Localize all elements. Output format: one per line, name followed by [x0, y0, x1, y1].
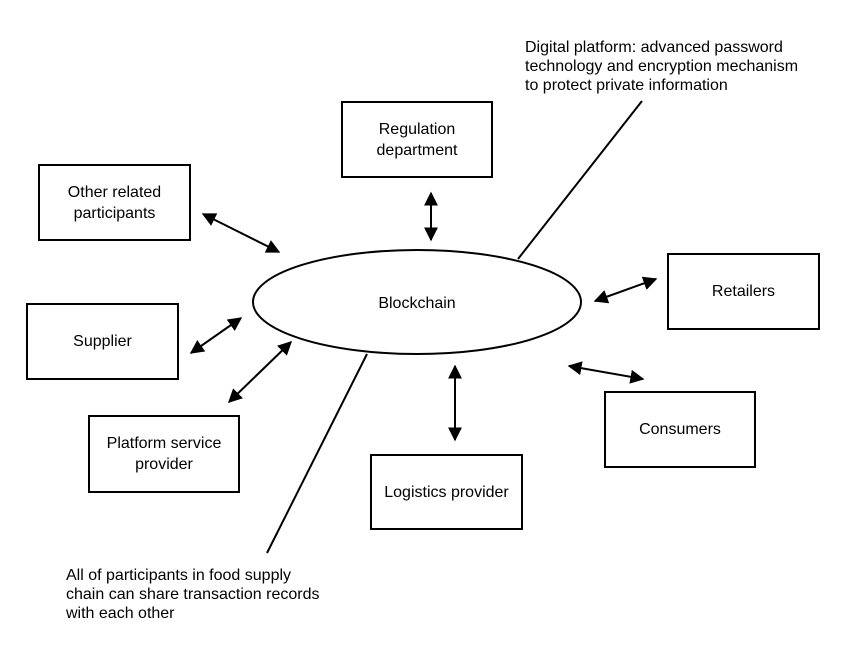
arrow-blockchain-supplier	[189, 317, 243, 354]
arrow-blockchain-consumers	[567, 361, 645, 384]
supplier-box: Supplier	[26, 303, 179, 380]
consumers-box: Consumers	[604, 391, 756, 468]
participants-note-line-2: chain can share transaction records	[66, 586, 320, 603]
other-related-participants-line-1: Other related	[67, 183, 162, 201]
other-related-participants-box: Other related participants	[38, 164, 191, 241]
regulation-department-line-1: Regulation	[378, 120, 456, 138]
arrow-blockchain-platform	[227, 341, 293, 403]
platform-service-provider-line-1: Platform service	[106, 435, 222, 452]
arrow-blockchain-retailers	[593, 276, 658, 304]
digital-platform-note-line-1: Digital platform: advanced password	[525, 39, 783, 56]
regulation-department-line-2: department	[376, 141, 458, 159]
digital-platform-note: Digital platform: advanced password tech…	[525, 38, 798, 95]
regulation-department-box: Regulation department	[341, 101, 493, 178]
retailers-label: Retailers	[711, 283, 776, 300]
participants-note: All of participants in food supply chain…	[66, 566, 319, 623]
blockchain-label: Blockchain	[378, 295, 456, 312]
retailers-box: Retailers	[667, 253, 820, 330]
blockchain-ellipse	[252, 249, 582, 355]
platform-service-provider-box: Platform service provider	[88, 415, 240, 493]
logistics-provider-box: Logistics provider	[370, 454, 523, 530]
digital-platform-note-line-2: technology and encryption mechanism	[525, 58, 799, 75]
participants-note-line-1: All of participants in food supply	[66, 567, 292, 584]
arrow-blockchain-other	[201, 213, 281, 253]
logistics-provider-label: Logistics provider	[384, 483, 509, 501]
digital-platform-callout-line	[517, 100, 643, 260]
participants-callout-line	[266, 353, 368, 554]
platform-service-provider-line-2: provider	[135, 456, 193, 473]
supplier-label: Supplier	[73, 333, 132, 350]
consumers-label: Consumers	[639, 421, 721, 438]
participants-note-line-3: with each other	[66, 605, 175, 622]
digital-platform-note-line-3: to protect private information	[525, 77, 728, 94]
other-related-participants-line-2: participants	[73, 204, 156, 222]
